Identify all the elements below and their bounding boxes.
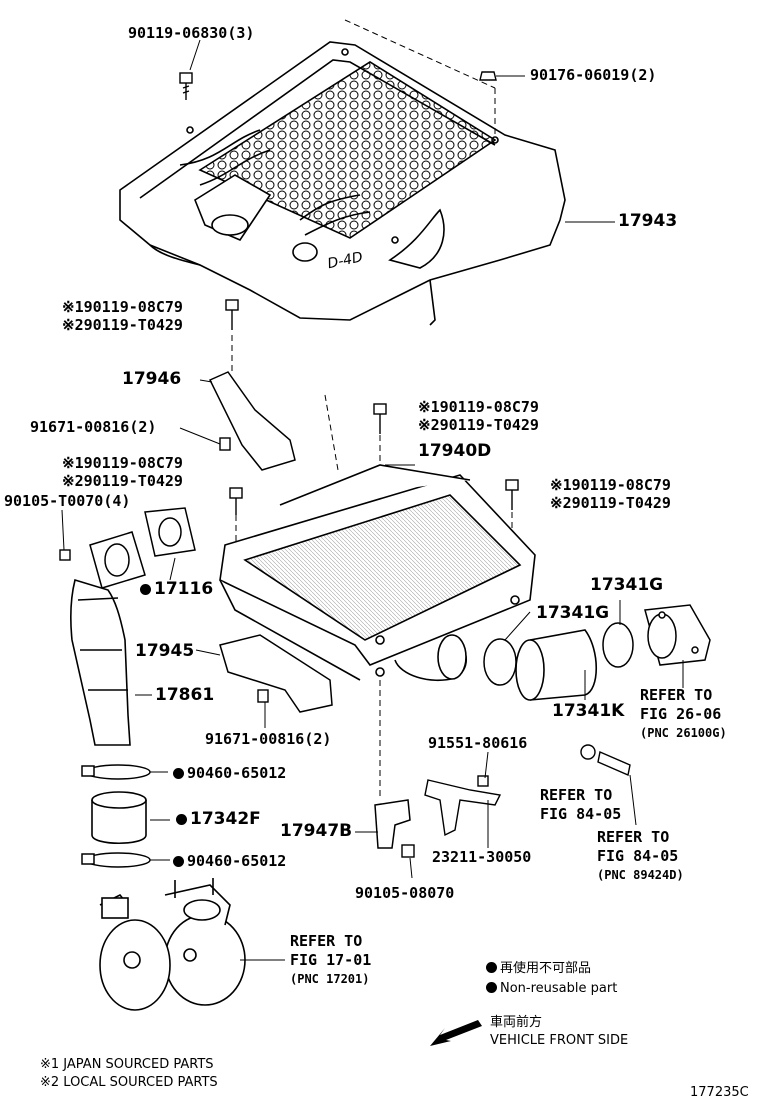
- turbocharger: [99, 878, 246, 1011]
- cover-logo: D-4D: [326, 249, 364, 272]
- label-17341K[interactable]: 17341K: [552, 701, 625, 721]
- hose-17341K: [515, 629, 597, 701]
- assembly-dashed-lines: [231, 19, 513, 800]
- nut-cover-right: [479, 71, 497, 81]
- label-17945[interactable]: 17945: [135, 641, 195, 661]
- ref-fig-17-01[interactable]: REFER TO FIG 17-01 (PNC 17201): [290, 932, 371, 988]
- duct-17945: [219, 634, 333, 713]
- pipe-flange: [89, 531, 146, 589]
- label-90460-65012-upper-text: 90460-65012: [187, 764, 287, 782]
- label-17940D[interactable]: 17940D: [418, 441, 492, 461]
- label-90460-65012-upper[interactable]: 90460-65012: [173, 764, 286, 782]
- ref-fig-26-06[interactable]: REFER TO FIG 26-06 (PNC 26100G): [640, 686, 727, 742]
- ref-fig-26-06-pnc: (PNC 26100G): [640, 726, 727, 740]
- note-local-sourced: ※2 LOCAL SOURCED PARTS: [40, 1075, 218, 1090]
- legend-nonreusable-jp: 再使用不可部品: [486, 960, 591, 978]
- ref-fig-84-05-b[interactable]: REFER TO FIG 84-05 (PNC 89424D): [597, 828, 684, 884]
- non-reusable-dot: [173, 768, 184, 779]
- ref-fig-17-01-pnc: (PNC 17201): [290, 972, 370, 986]
- legend-nonreusable-en: Non-reusable part: [486, 980, 617, 998]
- gasket-17116: [144, 507, 196, 557]
- ref-fig-84-05-a[interactable]: REFER TO FIG 84-05: [540, 786, 621, 824]
- label-17342F-text: 17342F: [190, 809, 261, 829]
- non-reusable-dot: [176, 814, 187, 825]
- label-90460-65012-lower[interactable]: 90460-65012: [173, 852, 286, 870]
- label-91551-80616[interactable]: 91551-80616: [428, 734, 528, 752]
- label-17116-text: 17116: [154, 579, 214, 599]
- label-cover-bolt-local[interactable]: ※290119-T0429: [62, 316, 183, 334]
- bolt-left: [229, 487, 243, 515]
- label-17342F[interactable]: 17342F: [176, 810, 261, 828]
- non-reusable-dot: [173, 856, 184, 867]
- bracket-23211: [401, 775, 502, 858]
- bolts: [59, 71, 519, 703]
- label-mid-bolt-japan[interactable]: ※190119-08C79: [418, 398, 539, 416]
- ref-fig-17-01-line1: REFER TO: [290, 932, 363, 950]
- label-right-bolt-local[interactable]: ※290119-T0429: [550, 494, 671, 512]
- nut-17946: [219, 437, 231, 451]
- label-left-bolt-japan[interactable]: ※190119-08C79: [62, 454, 183, 472]
- intercooler: [219, 464, 536, 682]
- label-mid-bolt-local[interactable]: ※290119-T0429: [418, 416, 539, 434]
- label-17946[interactable]: 17946: [122, 369, 182, 389]
- label-17943[interactable]: 17943: [618, 211, 678, 231]
- note-japan-sourced: ※1 JAPAN SOURCED PARTS: [40, 1057, 214, 1072]
- bolt-cover-lower: [225, 299, 239, 330]
- label-left-bolt-local[interactable]: ※290119-T0429: [62, 472, 183, 490]
- label-91671-00816-lower[interactable]: 91671-00816(2): [205, 730, 332, 748]
- legend-dot: [486, 962, 497, 973]
- front-direction-arrow: [430, 1020, 482, 1046]
- ref-fig-17-01-line2: FIG 17-01: [290, 951, 372, 969]
- legend-front-en: VEHICLE FRONT SIDE: [490, 1033, 629, 1048]
- legend-nonreusable-en-text: Non-reusable part: [500, 981, 618, 996]
- label-90176-06019[interactable]: 90176-06019(2): [530, 66, 657, 84]
- bolt-right: [505, 479, 519, 510]
- nut-lower-bracket: [257, 689, 269, 703]
- pipe-17861: [69, 578, 131, 746]
- ref-fig-84-05-a-line2: FIG 84-05: [540, 805, 622, 823]
- engine-cover: [119, 41, 566, 326]
- legend-dot: [486, 982, 497, 993]
- label-17341G-lower[interactable]: 17341G: [536, 603, 610, 623]
- throttle-body: [644, 604, 711, 666]
- bracket-17947B: [374, 799, 411, 849]
- ref-fig-26-06-line2: FIG 26-06: [640, 705, 722, 723]
- bracket-17946: [208, 371, 296, 471]
- clamp-17341G-b: [602, 622, 634, 668]
- bolt-front-left: [59, 549, 71, 561]
- label-17341G-upper[interactable]: 17341G: [590, 575, 664, 595]
- clamp-17341G-a: [483, 638, 517, 686]
- ref-fig-84-05-a-line1: REFER TO: [540, 786, 613, 804]
- label-90119-06830[interactable]: 90119-06830(3): [128, 24, 255, 42]
- leader-lines: [61, 39, 684, 961]
- hose-17342F: [91, 791, 147, 844]
- label-23211-30050[interactable]: 23211-30050: [432, 848, 532, 866]
- label-cover-bolt-japan[interactable]: ※190119-08C79: [62, 298, 183, 316]
- label-17947B[interactable]: 17947B: [280, 821, 353, 841]
- figure-id: 177235C: [690, 1085, 749, 1100]
- label-17116[interactable]: 17116: [140, 580, 213, 598]
- legend-nonreusable-jp-text: 再使用不可部品: [500, 961, 592, 976]
- non-reusable-dot: [140, 584, 151, 595]
- label-right-bolt-japan[interactable]: ※190119-08C79: [550, 476, 671, 494]
- hose-clamp-upper: [81, 764, 151, 780]
- label-90105-08070[interactable]: 90105-08070: [355, 884, 455, 902]
- bolt-top-cover: [179, 72, 193, 100]
- ref-fig-84-05-b-line1: REFER TO: [597, 828, 670, 846]
- ref-fig-84-05-b-line2: FIG 84-05: [597, 847, 679, 865]
- bolt-mid: [373, 403, 387, 434]
- hose-clamp-lower: [81, 852, 151, 868]
- label-90105-T0070[interactable]: 90105-T0070(4): [4, 492, 131, 510]
- label-91671-00816-upper[interactable]: 91671-00816(2): [30, 418, 157, 436]
- ref-fig-26-06-line1: REFER TO: [640, 686, 713, 704]
- ref-fig-84-05-b-pnc: (PNC 89424D): [597, 868, 684, 882]
- label-17861[interactable]: 17861: [155, 685, 215, 705]
- label-90460-65012-lower-text: 90460-65012: [187, 852, 287, 870]
- legend-front-jp: 車両前方: [490, 1015, 543, 1030]
- sensor-parts: [580, 744, 631, 776]
